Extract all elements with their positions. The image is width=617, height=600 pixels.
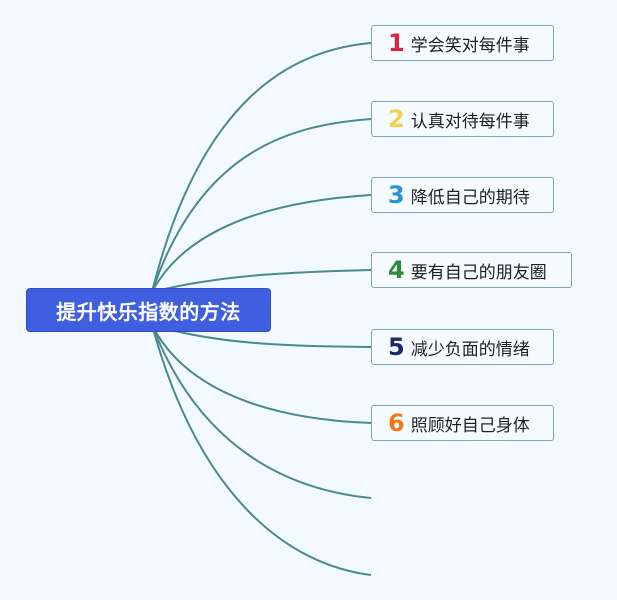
branch-label-4: 要有自己的朋友圈 [410, 262, 547, 283]
branch-label-1: 学会笑对每件事 [410, 35, 530, 56]
branch-topic-6[interactable]: 6 照顾好自己身体 [371, 405, 554, 441]
branch-label-2: 认真对待每件事 [410, 111, 530, 132]
connector-line-4 [151, 269, 372, 293]
branch-label-3: 降低自己的期待 [410, 187, 530, 208]
branch-number-3: 3 [388, 181, 405, 209]
branch-label-6: 照顾好自己身体 [410, 415, 530, 436]
connector-line-7 [151, 324, 372, 499]
branch-topic-4[interactable]: 4 要有自己的朋友圈 [371, 252, 572, 288]
branch-topic-1[interactable]: 1 学会笑对每件事 [371, 25, 554, 61]
root-topic-label: 提升快乐指数的方法 [56, 299, 241, 324]
branch-number-6: 6 [388, 409, 405, 437]
branch-number-4: 4 [388, 256, 405, 284]
branch-number-5: 5 [388, 333, 405, 361]
branch-topic-5[interactable]: 5 减少负面的情绪 [371, 329, 554, 365]
root-topic[interactable]: 提升快乐指数的方法 [26, 288, 271, 332]
branch-number-1: 1 [388, 29, 405, 57]
branch-number-2: 2 [388, 105, 405, 133]
branch-topic-2[interactable]: 2 认真对待每件事 [371, 101, 554, 137]
connector-line-3 [151, 194, 372, 293]
connector-line-8 [151, 324, 372, 576]
branch-topic-3[interactable]: 3 降低自己的期待 [371, 177, 554, 213]
connector-line-2 [151, 118, 372, 293]
connector-line-1 [151, 42, 372, 293]
branch-label-5: 减少负面的情绪 [410, 339, 530, 360]
connector-line-6 [151, 324, 372, 424]
